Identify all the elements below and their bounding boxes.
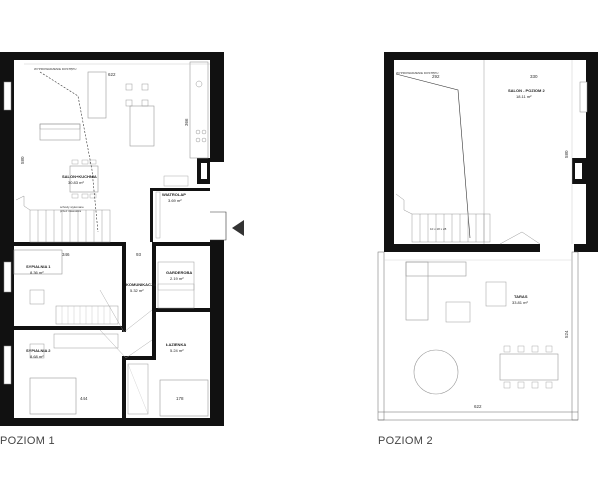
bathtub [159,379,209,417]
level-1-title: POZIOM 1 [0,435,55,447]
l1-dim-top: 622 [108,72,116,77]
l1-wall-left [0,52,14,426]
room-sypialnia1-area: 8.36 m² [30,270,44,275]
stair-note-2: przez inwestora [60,209,81,213]
bed-2 [29,377,77,415]
room-sypialnia2-area: 8.68 m² [30,354,44,359]
l2-dim-top-left: 292 [432,74,440,79]
terrace-sofa-side [405,261,429,321]
l2-dim-bottom: 622 [474,404,482,409]
l2-dim-right: 580 [564,150,569,158]
terrace-table [499,353,559,381]
l1-dim-hall: 346 [62,252,70,257]
room-komunikacja-name: KOMUNIKACJA [126,282,156,287]
l1-dim-hall-mid: 93 [136,252,142,257]
room-wiatrolap-area: 3.69 m² [168,198,182,203]
room-lazienka-name: ŁAZIENKA [166,342,186,347]
kitchen-counter [189,61,209,159]
l1-wall-bedroom-divider [14,326,122,330]
room-salon2-area: 18.11 m² [516,94,532,99]
room-salon2-name: SALON - POZIOM 2 [508,88,545,93]
entrance-arrow-icon [232,220,244,236]
room-garderoba-name: GARDEROBA [166,270,192,275]
room-taras-name: TARAS [514,294,528,299]
kitchen-island [129,105,155,147]
l1-stairs [15,195,111,243]
l1-window-left-3 [3,345,12,385]
room-garderoba-area: 2.19 m² [170,276,184,281]
room-lazienka-area: 5.24 m² [170,348,184,353]
entrance-door [210,211,227,241]
l2-top-annotation: WYPROWADZENIE DOSTĘPU [396,71,438,75]
l1-window-left-1 [3,81,12,111]
l1-dim-left: 580 [20,156,25,164]
l2-wall-left-upper [384,52,394,252]
l2-stairs [395,193,541,245]
room-salon-area: 30.83 m² [68,180,84,185]
l2-wall-top [384,52,598,60]
l1-wall-top [0,52,224,60]
l2-dim-terrace-right: 524 [564,330,569,338]
level-1-plan: WYPROWADZENIE DOSTĘPU schody wykonane pr… [0,52,244,426]
terrace-jacuzzi [413,349,459,395]
room-sypialnia2-name: SYPIALNIA 2 [26,348,51,353]
bed-1 [13,249,63,275]
dining-table [69,165,99,193]
l2-dim-top-right: 330 [530,74,538,79]
room-wiatrolap-name: WIATROLAP [162,192,186,197]
l1-dim-bottom-right: 178 [176,396,184,401]
stair-note-1: schody wykonane [60,205,84,209]
level-2-title: POZIOM 2 [378,435,433,447]
l1-wall-bottom [0,418,224,426]
l1-wall-hall-top [14,242,126,246]
l1-wall-right-upper [210,52,224,162]
l2-stair-note: 10 x 18 x 28 [430,227,447,231]
l1-top-annotation: WYPROWADZENIE DOSTĘPU [34,67,76,71]
l1-wall-right-lower [210,240,224,426]
terrace-sofa-top [405,261,467,277]
room-salon-name: SALON+KUCHNIA [62,174,97,179]
room-taras-area: 33.81 m² [512,300,528,305]
l2-wall-right-upper [586,52,598,252]
level-2-plan: WYPROWADZENIE DOSTĘPU 10 x 18 x 28 SALON… [377,52,598,421]
l1-dim-bottom: 444 [80,396,88,401]
l1-dim-right: 366 [184,118,189,126]
sofa [39,123,81,141]
room-komunikacja-area: 5.32 m² [130,288,144,293]
room-sypialnia1-name: SYPIALNIA 1 [26,264,51,269]
l1-window-left-2 [3,261,12,293]
